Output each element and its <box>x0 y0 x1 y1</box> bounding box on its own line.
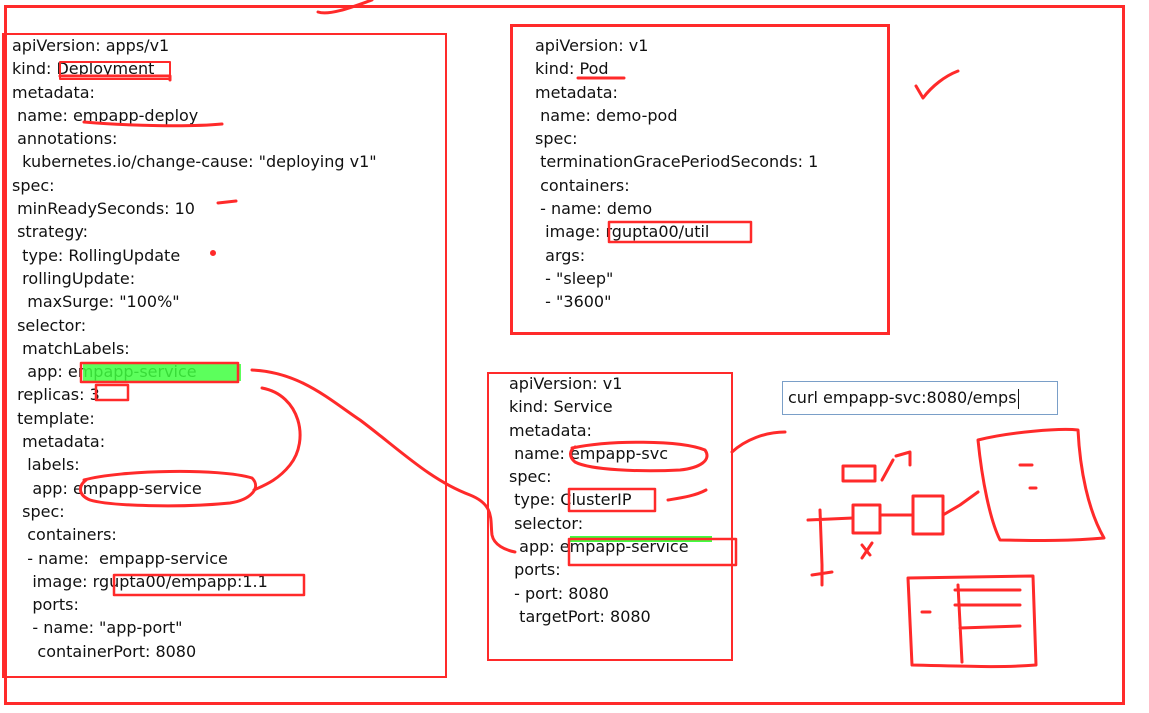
deployment-yaml-line: app: empapp-service <box>12 478 202 498</box>
deployment-yaml-line: metadata: <box>12 82 95 102</box>
deployment-yaml-line: app: empapp-service <box>12 362 197 382</box>
curl-command-text: curl empapp-svc:8080/emps <box>788 388 1017 407</box>
service-yaml-line: app: empapp-service <box>509 537 689 557</box>
pod-yaml-line: - name: demo <box>535 199 653 219</box>
pod-yaml-line: kind: Pod <box>535 59 609 79</box>
pod-yaml: apiVersion: v1 kind: Pod metadata: name: d… <box>535 34 818 314</box>
service-yaml-line: name: empapp-svc <box>509 443 669 463</box>
curl-command-field[interactable]: curl empapp-svc:8080/emps <box>782 381 1058 415</box>
deployment-yaml-line: image: rgupta00/empapp:1.1 <box>12 571 268 591</box>
service-yaml-line: spec: <box>509 467 552 487</box>
deployment-yaml-line: spec: <box>12 175 55 195</box>
service-yaml-line: targetPort: 8080 <box>509 606 651 626</box>
deployment-yaml-line: minReadySeconds: 10 <box>12 199 195 219</box>
text-caret <box>1017 388 1019 409</box>
deployment-yaml-line: kind: Deployment <box>12 59 155 79</box>
deployment-yaml-line: kubernetes.io/change-cause: "deploying v… <box>12 152 377 172</box>
deployment-yaml-line: labels: <box>12 455 80 475</box>
deployment-yaml-line: name: empapp-deploy <box>12 105 199 125</box>
deployment-yaml-line: spec: <box>12 501 65 521</box>
pod-yaml-line: apiVersion: v1 <box>535 36 649 55</box>
service-yaml-line: metadata: <box>509 420 592 440</box>
deployment-yaml-line: strategy: <box>12 222 89 242</box>
pod-yaml-line: - "3600" <box>535 292 612 312</box>
deployment-yaml-line: ports: <box>12 595 79 615</box>
deployment-yaml-line: selector: <box>12 315 87 335</box>
pod-yaml-line: - "sleep" <box>535 268 614 288</box>
service-yaml: apiVersion: v1 kind: Service metadata: nam… <box>509 372 689 628</box>
pod-yaml-line: containers: <box>535 175 630 195</box>
service-yaml-line: - port: 8080 <box>509 583 609 603</box>
service-yaml-line: ports: <box>509 560 561 580</box>
pod-yaml-line: terminationGracePeriodSeconds: 1 <box>535 152 819 172</box>
deployment-yaml-line: matchLabels: <box>12 338 130 358</box>
pod-yaml-line: name: demo-pod <box>535 105 678 125</box>
service-yaml-line: type: ClusterIP <box>509 490 632 510</box>
deployment-yaml-line: replicas: 3 <box>12 385 100 405</box>
pod-yaml-line: spec: <box>535 129 578 149</box>
deployment-yaml-line: containers: <box>12 525 117 545</box>
deployment-yaml-line: - name: "app-port" <box>12 618 183 638</box>
deployment-yaml-line: rollingUpdate: <box>12 268 136 288</box>
pod-yaml-line: image: rgupta00/util <box>535 222 710 242</box>
pod-yaml-line: args: <box>535 245 586 265</box>
deployment-yaml-line: apiVersion: apps/v1 <box>12 36 170 55</box>
deployment-yaml-line: metadata: <box>12 432 106 452</box>
service-yaml-line: apiVersion: v1 <box>509 374 623 393</box>
deployment-yaml-line: template: <box>12 408 95 428</box>
deployment-yaml-line: containerPort: 8080 <box>12 641 197 661</box>
pod-panel <box>510 24 890 335</box>
service-yaml-line: kind: Service <box>509 397 613 417</box>
service-yaml-line: selector: <box>509 513 584 533</box>
deployment-yaml: apiVersion: apps/v1 kind: Deployment metad… <box>12 34 377 663</box>
deployment-panel <box>2 33 447 678</box>
deployment-yaml-line: annotations: <box>12 129 118 149</box>
deployment-yaml-line: - name: empapp-service <box>12 548 228 568</box>
pod-yaml-line: metadata: <box>535 82 618 102</box>
deployment-yaml-line: type: RollingUpdate <box>12 245 181 265</box>
outer-frame <box>4 5 1125 705</box>
deployment-yaml-line: maxSurge: "100%" <box>12 292 180 312</box>
